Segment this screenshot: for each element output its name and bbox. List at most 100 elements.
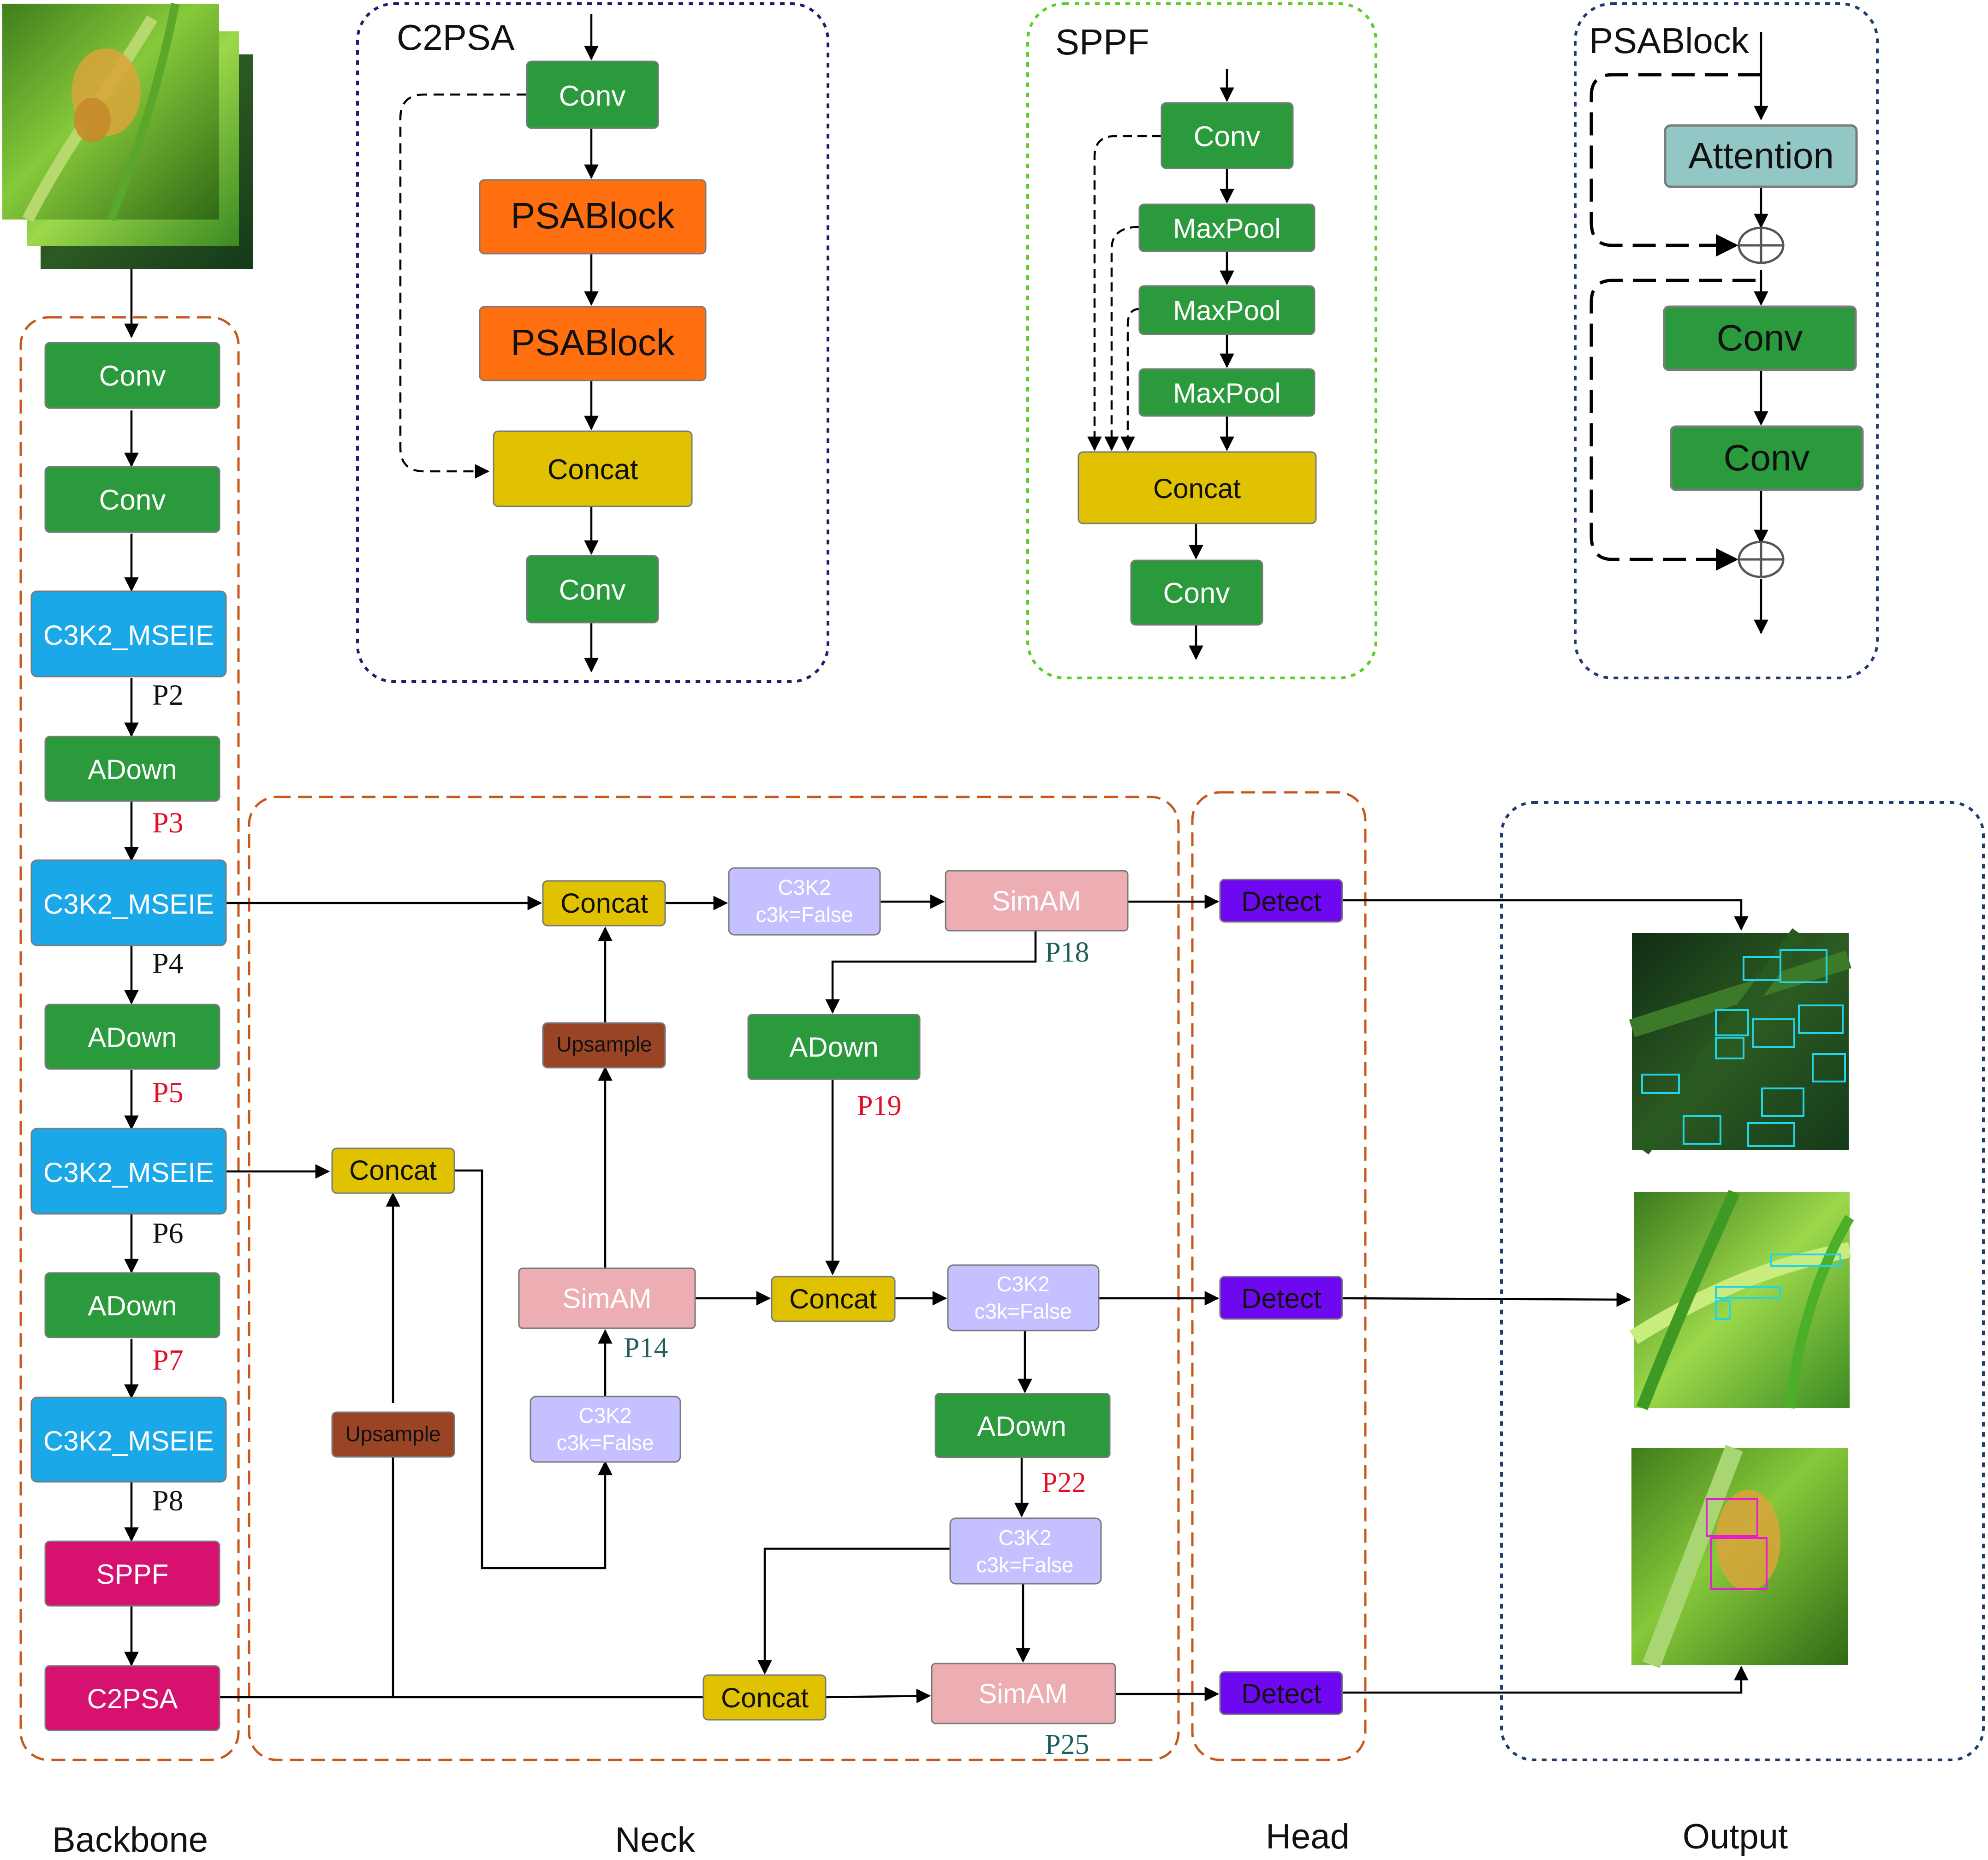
neck-c3k2-bottom-line1: C3K2 — [998, 1526, 1051, 1550]
neck-c3k2-low-box — [530, 1396, 681, 1463]
head-detect2-box — [1219, 1276, 1343, 1320]
labels: C2PSA SPPF PSABlock Conv PSABlock PSABlo… — [43, 17, 1834, 1860]
backbone-adown3-box — [44, 1272, 220, 1338]
neck-upsample-mid-label: Upsample — [556, 1032, 652, 1056]
detection-result-photo-3 — [1631, 1444, 1848, 1669]
head-detect1-box — [1219, 879, 1343, 923]
nodes — [30, 60, 1864, 1731]
sppf-conv-top-label: Conv — [1194, 121, 1261, 153]
neck-concat-center-label: Concat — [789, 1284, 877, 1314]
c2psa-psablock2-label: PSABlock — [511, 322, 675, 363]
psablock-attention-box — [1664, 124, 1858, 188]
psablock-conv1-label: Conv — [1717, 317, 1803, 358]
neck-c3k2-top-line2: c3k=False — [756, 903, 853, 927]
neck-c3k2-low-line1: C3K2 — [578, 1403, 631, 1427]
psablock-title: PSABlock — [1589, 20, 1750, 61]
output-container — [1500, 801, 1985, 1761]
backbone-conv2-label: Conv — [99, 484, 166, 516]
backbone-c3k2-1-box — [30, 590, 227, 677]
backbone-adown3-label: ADown — [88, 1290, 177, 1321]
sppf-maxpool3-box — [1138, 368, 1315, 417]
backbone-container — [19, 316, 240, 1761]
sppf-conv-top-box — [1161, 102, 1294, 169]
backbone-c3k2-4-box — [30, 1396, 227, 1483]
psablock-conv1-box — [1663, 305, 1857, 371]
c2psa-conv-bottom-box — [526, 555, 659, 624]
sppf-maxpool1-box — [1138, 203, 1315, 252]
neck-concat-top-box — [542, 880, 666, 927]
neck-c3k2-right-line1: C3K2 — [996, 1272, 1049, 1296]
p19-label: P19 — [857, 1090, 901, 1122]
circle-plus-icon — [1738, 541, 1785, 578]
backbone-sppf-box — [44, 1540, 220, 1607]
p3-label: P3 — [152, 806, 184, 839]
backbone-c3k2-2-label: C3K2_MSEIE — [43, 889, 214, 920]
neck-c3k2-top-box — [728, 867, 881, 936]
backbone-conv2-box — [44, 466, 220, 533]
containers — [19, 2, 1985, 1761]
section-neck: Neck — [615, 1820, 695, 1860]
neck-adown-p19-box — [747, 1014, 921, 1080]
neck-c3k2-right-line2: c3k=False — [975, 1299, 1072, 1323]
psablock-conv2-box — [1670, 425, 1864, 491]
p2-label: P2 — [152, 678, 184, 711]
c2psa-psablock1-box — [479, 179, 707, 255]
sppf-maxpool1-label: MaxPool — [1173, 213, 1280, 244]
psablock-conv2-label: Conv — [1724, 437, 1810, 478]
neck-simam-bottom-box — [931, 1663, 1116, 1724]
backbone-c3k2-1-label: C3K2_MSEIE — [43, 620, 214, 651]
p4-label: P4 — [152, 947, 184, 980]
neck-simam-p14-label: SimAM — [562, 1283, 651, 1314]
neck-concat-bottom-label: Concat — [721, 1682, 809, 1713]
neck-upsample-mid-box — [542, 1022, 666, 1069]
backbone-conv1-box — [44, 342, 220, 409]
backbone-adown2-box — [44, 1004, 220, 1070]
psablock-attention-label: Attention — [1688, 135, 1834, 176]
section-output: Output — [1683, 1817, 1788, 1856]
rice-plant-photo — [2, 3, 219, 222]
backbone-c3k2-3-box — [30, 1128, 227, 1215]
head-detect3-box — [1219, 1671, 1343, 1715]
sppf-concat-label: Concat — [1153, 473, 1241, 504]
connectors — [124, 14, 1768, 1704]
backbone-adown1-label: ADown — [88, 754, 177, 785]
c2psa-conv-bottom-label: Conv — [559, 574, 626, 606]
p7-label: P7 — [152, 1343, 184, 1376]
neck-concat-top-label: Concat — [560, 888, 648, 919]
neck-adown-p22-box — [934, 1393, 1111, 1458]
neck-adown-p22-label: ADown — [977, 1411, 1066, 1442]
p5-label: P5 — [152, 1076, 184, 1109]
backbone-conv1-label: Conv — [99, 360, 166, 392]
c2psa-concat-box — [493, 430, 693, 507]
head-container — [1191, 791, 1367, 1761]
section-head: Head — [1266, 1817, 1350, 1856]
backbone-c3k2-2-box — [30, 859, 227, 946]
backbone-c2psa-label: C2PSA — [87, 1683, 178, 1714]
backbone-c3k2-4-label: C3K2_MSEIE — [43, 1426, 214, 1456]
sppf-maxpool2-label: MaxPool — [1173, 295, 1280, 326]
sppf-maxpool2-box — [1138, 285, 1315, 335]
head-detect2-label: Detect — [1241, 1283, 1321, 1314]
c2psa-psablock1-label: PSABlock — [511, 195, 675, 236]
neck-adown-p19-label: ADown — [789, 1032, 878, 1063]
c2psa-conv-top-label: Conv — [559, 80, 626, 112]
p18-label: P18 — [1045, 937, 1089, 968]
psablock-container — [1574, 2, 1879, 679]
neck-c3k2-right-box — [947, 1264, 1100, 1331]
neck-concat-bottom-box — [702, 1674, 827, 1721]
backbone-c2psa-box — [44, 1665, 220, 1731]
neck-simam-top-label: SimAM — [992, 885, 1081, 916]
backbone-c3k2-3-label: C3K2_MSEIE — [43, 1157, 214, 1188]
p6-label: P6 — [152, 1217, 184, 1249]
sppf-concat-box — [1077, 451, 1317, 524]
neck-upsample-left-box — [331, 1411, 455, 1458]
circle-plus-icon — [1738, 226, 1785, 264]
sppf-conv-bottom-box — [1130, 559, 1263, 626]
neck-simam-bottom-label: SimAM — [978, 1678, 1067, 1709]
c2psa-concat-label: Concat — [548, 454, 638, 486]
neck-upsample-left-label: Upsample — [345, 1422, 440, 1446]
neck-c3k2-top-line1: C3K2 — [778, 875, 831, 899]
p14-label: P14 — [624, 1332, 668, 1364]
c2psa-title: C2PSA — [397, 17, 515, 58]
